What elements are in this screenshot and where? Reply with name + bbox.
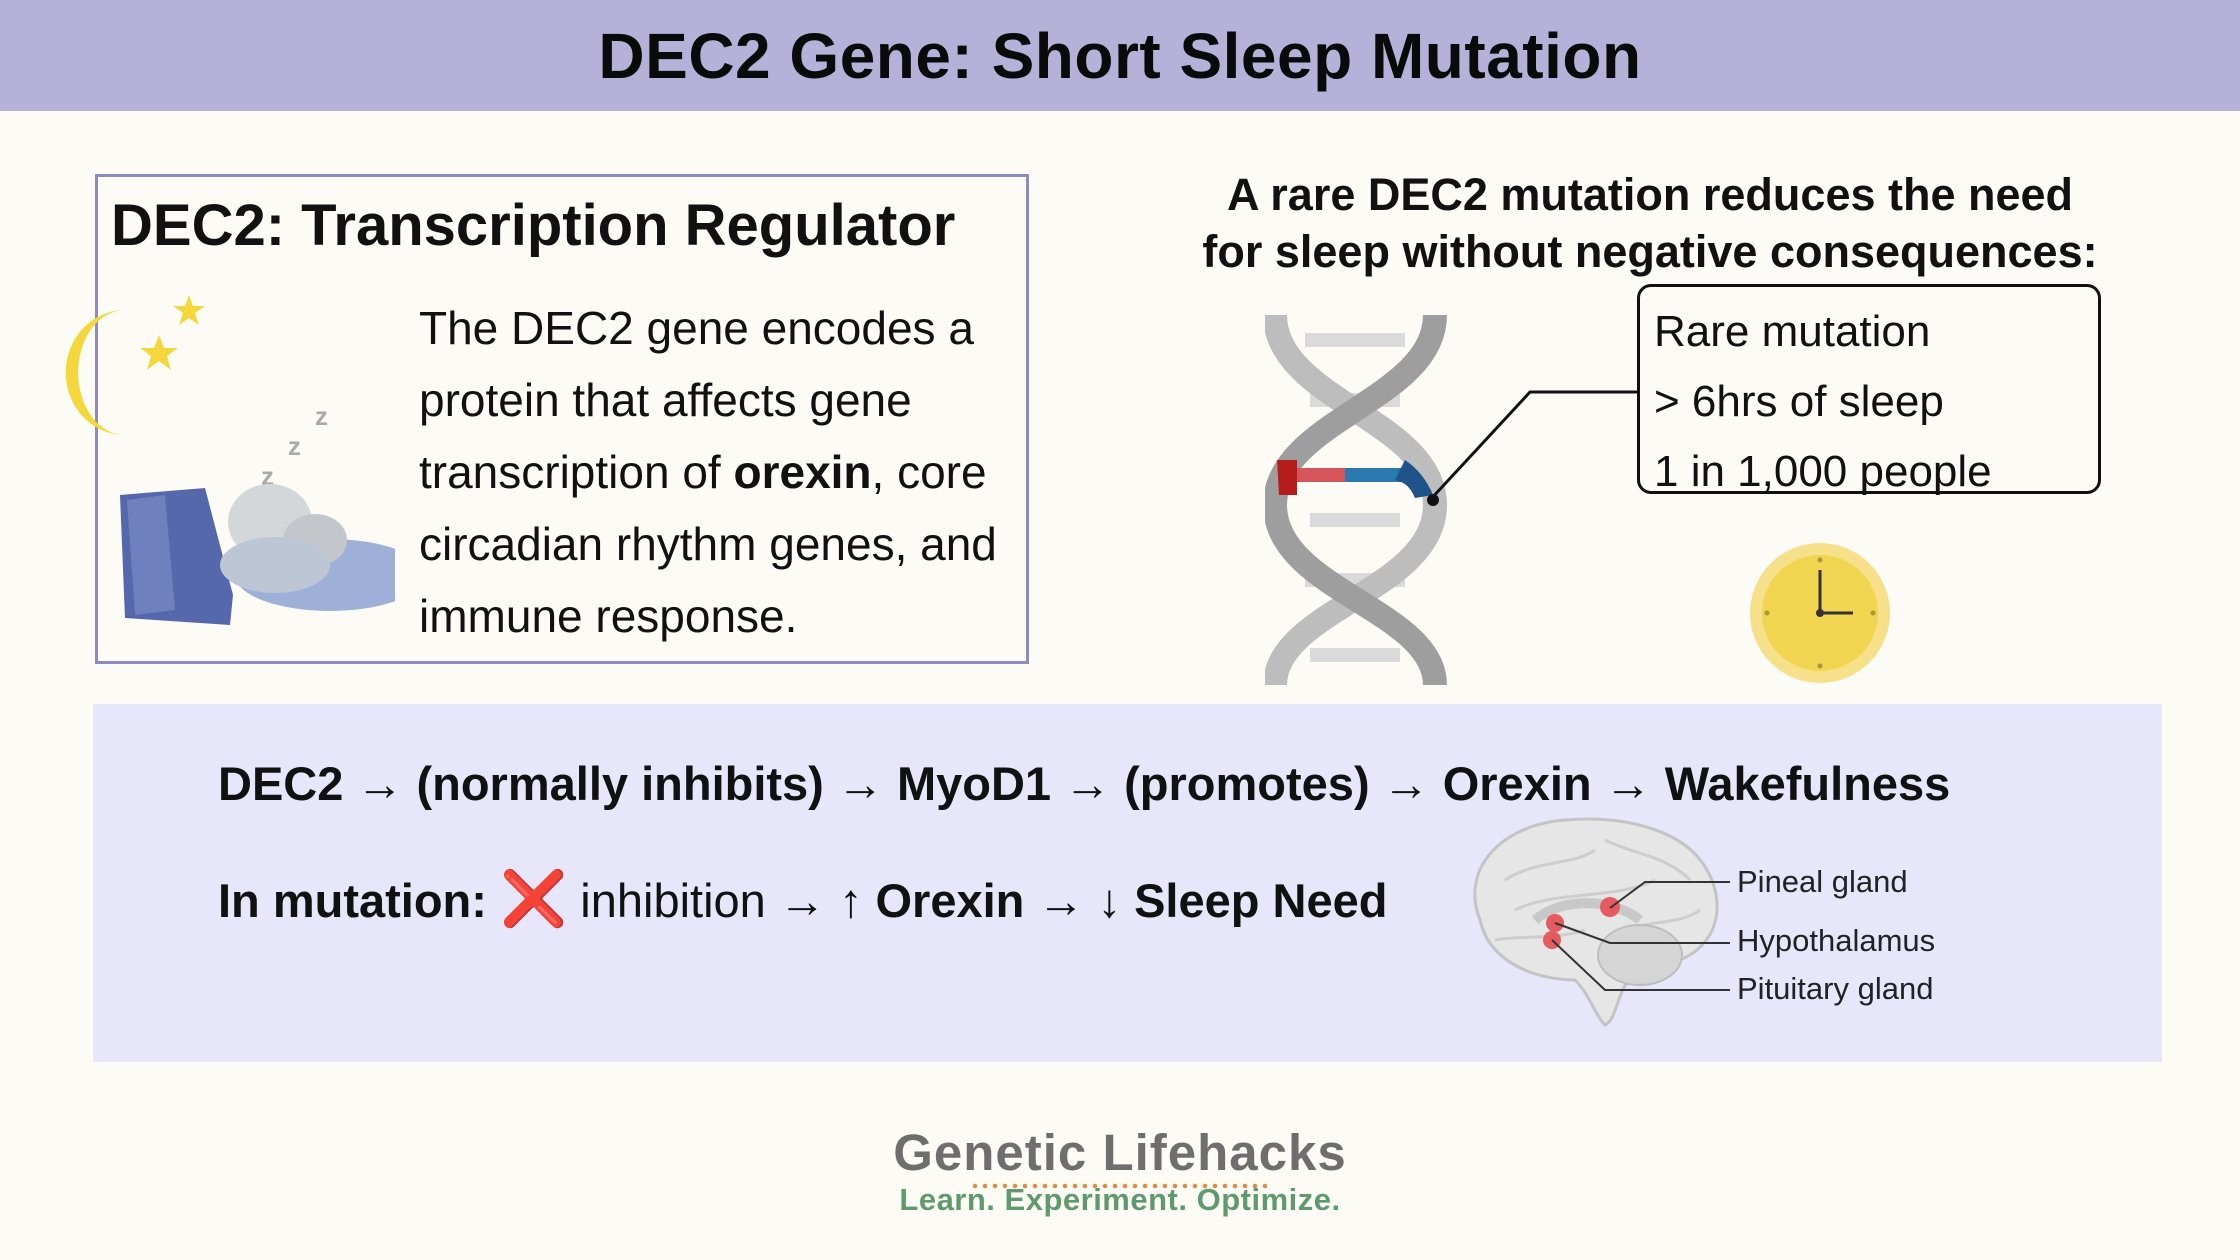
mutation-heading: A rare DEC2 mutation reduces the need fo… [1160,166,2140,280]
logo-tagline: Learn. Experiment. Optimize. [899,1182,1341,1217]
brain-label-pituitary: Pituitary gland [1737,971,1934,1006]
sleep-letter: z [288,431,301,461]
mutation-outcome: ↑ Orexin → ↓ Sleep Need [838,874,1388,927]
dna-helix-illustration [1265,314,1448,687]
description-keyword-orexin: orexin [733,446,872,498]
sleeping-person-illustration: z z z [65,295,395,625]
callout-connector [1428,390,1640,502]
heading-line: A rare DEC2 mutation reduces the need [1226,169,2074,220]
brain-label-leaders [1551,881,1730,991]
fact-item: 1 in 1,000 people [1654,447,1992,496]
brain-illustration [1473,817,1719,1027]
clock-icon [1750,543,1890,683]
mutation-pathway: In mutation: ❌ inhibition → ↑ Orexin → ↓… [218,868,1387,931]
logo-name: Genetic Lifehacks [893,1124,1347,1181]
sleep-letters: z z z [261,401,328,491]
normal-pathway: DEC2 → (normally inhibits) → MyoD1 → (pr… [218,757,1951,810]
brain-label-pineal: Pineal gland [1737,864,1908,899]
sleep-letter: z [315,401,328,431]
mutation-facts-box: Rare mutation > 6hrs of sleep 1 in 1,000… [1637,284,2101,496]
heading-line: for sleep without negative consequences: [1202,226,2098,277]
logo-dotted-divider [970,1183,1270,1189]
title-bar: DEC2 Gene: Short Sleep Mutation [0,0,2240,111]
description-text-start: The DEC2 gene encodes a protein that aff… [419,302,974,498]
page-title: DEC2 Gene: Short Sleep Mutation [598,19,1642,92]
inhibition-text: inhibition → [580,874,826,927]
sleep-letter: z [261,461,274,491]
card-description: The DEC2 gene encodes a protein that aff… [419,292,1019,652]
description-text-end: , core circadian rhythm genes, and immun… [419,446,997,642]
fact-item: Rare mutation [1654,307,1931,356]
brain-label-hypothalamus: Hypothalamus [1737,923,1936,958]
star-icon [140,295,205,370]
card-title: DEC2: Transcription Regulator [111,193,956,258]
moon-icon [65,310,125,435]
fact-item: > 6hrs of sleep [1654,377,1944,426]
pathway-panel [93,704,2162,1062]
cross-mark-icon: ❌ [499,869,568,929]
mutation-label: In mutation: [218,874,487,927]
